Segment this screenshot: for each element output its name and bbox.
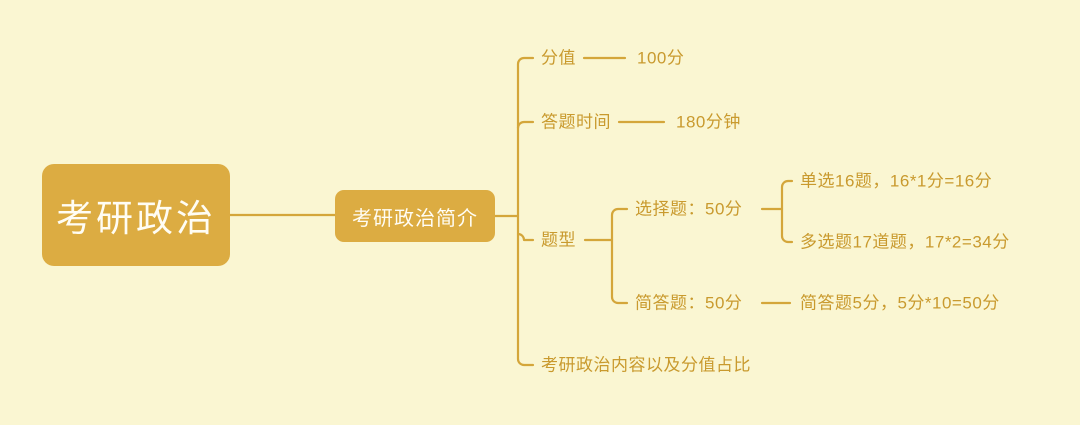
connector-spine-level4 xyxy=(780,179,794,244)
node-multi-choice[interactable]: 多选题17道题，17*2=34分 xyxy=(800,232,1010,252)
root-node-label: 考研政治 xyxy=(56,198,216,239)
node-choice-questions[interactable]: 选择题：50分 xyxy=(635,199,743,219)
connector-spine-tick-type xyxy=(516,232,535,242)
connector-spine-tick-time xyxy=(516,120,535,130)
node-content-and-score-ratio[interactable]: 考研政治内容以及分值占比 xyxy=(541,355,751,375)
connector-spine-level2 xyxy=(516,56,535,367)
node-score-value[interactable]: 100分 xyxy=(637,48,685,68)
node-answer-time[interactable]: 答题时间 xyxy=(541,112,611,132)
node-single-choice[interactable]: 单选16题，16*1分=16分 xyxy=(800,171,993,191)
node-short-answer[interactable]: 简答题：50分 xyxy=(635,293,743,313)
node-short-answer-value[interactable]: 简答题5分，5分*10=50分 xyxy=(800,293,1000,313)
node-intro[interactable]: 考研政治简介 xyxy=(335,190,495,242)
node-answer-time-value[interactable]: 180分钟 xyxy=(676,112,741,132)
root-node[interactable]: 考研政治 xyxy=(42,164,230,266)
node-score[interactable]: 分值 xyxy=(541,48,576,68)
connector-spine-level3 xyxy=(610,207,629,305)
node-question-type[interactable]: 题型 xyxy=(541,230,576,250)
node-intro-label: 考研政治简介 xyxy=(352,207,478,230)
